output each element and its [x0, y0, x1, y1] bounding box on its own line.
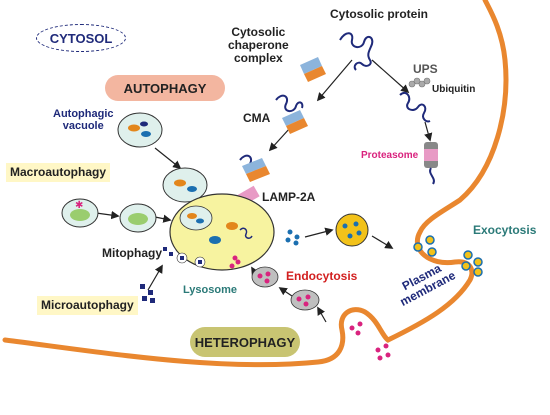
phagophore-mitochondrion: ✱: [61, 198, 99, 228]
chaperone-complex-icon: [300, 57, 326, 82]
endocytosis-label: Endocytosis: [286, 269, 358, 283]
arrow-vacuole-to-fused: [154, 147, 182, 170]
microautophagy-label: Microautophagy: [37, 296, 138, 316]
cma-chaperone-icon: [282, 110, 308, 134]
microautophagy-cargo: [140, 284, 155, 303]
chaperone-complex-label: Cytosolic chaperone complex: [228, 25, 289, 66]
arrow-lysosome-to-vesicle: [304, 227, 334, 238]
ups-protein-coil: [399, 91, 431, 123]
proteasome-icon: [424, 142, 438, 185]
cma-label: CMA: [243, 111, 271, 125]
plasma-membrane-line: [2, 0, 509, 368]
heterophagy-region-label: HETEROPHAGY: [190, 327, 300, 357]
lamp2a-label: LAMP-2A: [262, 190, 316, 204]
late-endosome: [251, 266, 279, 288]
fusing-vacuole: [162, 167, 208, 203]
arrow-vesicle-to-endosome: [278, 287, 293, 297]
extracellular-cargo: [375, 343, 391, 361]
cytosolic-protein-coil: [339, 32, 374, 71]
proteasome-label: Proteasome: [361, 150, 419, 161]
ups-label: UPS: [413, 62, 438, 76]
cytosolic-protein-label: Cytosolic protein: [330, 7, 429, 21]
lysosome: [169, 193, 275, 271]
arrow-microautophagy-to-lysosome: [147, 264, 163, 291]
cma-substrate-coil: [275, 94, 304, 112]
ubiquitin-chain-icon: [408, 77, 431, 88]
lysosome-label: Lysosome: [183, 284, 238, 296]
invaginating-cargo: [349, 321, 363, 336]
svg-text:✱: ✱: [75, 200, 83, 211]
arrow-phagophore-to-mitophagosome: [95, 210, 120, 220]
arrow-invagination-to-vesicle: [317, 306, 327, 323]
exocytosed-particles: [461, 250, 483, 277]
mitophagy-label: Mitophagy: [102, 246, 162, 260]
macroautophagy-label: Macroautophagy: [6, 163, 111, 183]
cytosol-region-label: CYTOSOL: [36, 24, 126, 52]
autophagy-region-label: AUTOPHAGY: [105, 75, 225, 101]
arrow-vesicle-to-membrane: [371, 235, 394, 249]
autophagic-vacuole: [117, 112, 163, 148]
arrow-protein-to-ups: [371, 59, 410, 94]
endocytic-vesicle: [290, 289, 320, 311]
secretory-vesicle: [335, 213, 369, 247]
released-cargo: [285, 229, 300, 246]
lysosome-edge-cargo: [163, 247, 173, 256]
arrow-protein-to-chaperone: [316, 59, 353, 102]
mitophagosome: [119, 203, 157, 233]
exocytosis-label: Exocytosis: [473, 223, 537, 237]
ubiquitin-label: Ubiquitin: [432, 84, 476, 95]
autophagic-vacuole-label: Autophagic vacuole: [53, 108, 114, 133]
exocytosis-pocket: [413, 235, 437, 257]
arrow-ups-to-proteasome: [424, 121, 433, 142]
arrow-cma-to-lysosome: [268, 127, 291, 152]
arrow-mitophagosome-to-lysosome: [154, 214, 172, 223]
